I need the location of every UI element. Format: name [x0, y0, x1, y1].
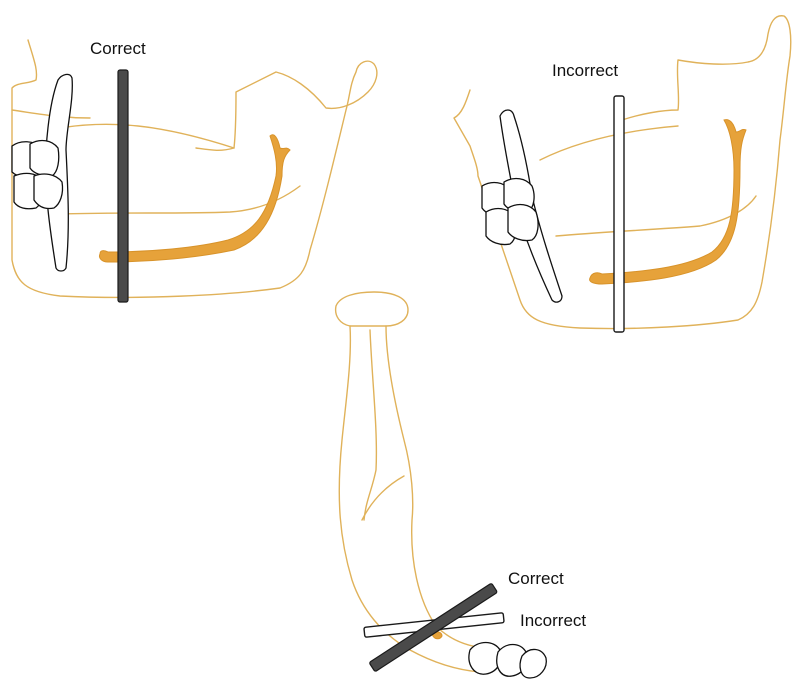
label-incorrect-top: Incorrect	[552, 61, 618, 80]
mandibular-canal-right	[590, 120, 746, 284]
molar-lower2-left	[34, 174, 63, 209]
coronoid-line	[364, 330, 376, 520]
alveolar-line-left	[60, 186, 300, 214]
correct-bar-left	[118, 70, 128, 302]
molar-lower2-right	[508, 205, 538, 241]
side-view-incorrect: Incorrect	[454, 16, 791, 332]
molar-mid-left	[30, 141, 59, 176]
ramus-line-left	[60, 124, 234, 148]
canine	[520, 649, 546, 678]
ramus-line-right	[540, 126, 678, 160]
frontal-view: Correct Incorrect	[336, 292, 587, 678]
alveolar-line-right	[556, 196, 756, 236]
label-correct-bottom: Correct	[508, 569, 564, 588]
side-view-correct: Correct	[12, 39, 377, 302]
label-incorrect-bottom: Incorrect	[520, 611, 586, 630]
incorrect-bar-right	[614, 96, 624, 332]
label-correct-top: Correct	[90, 39, 146, 58]
condyle-head	[336, 292, 408, 326]
